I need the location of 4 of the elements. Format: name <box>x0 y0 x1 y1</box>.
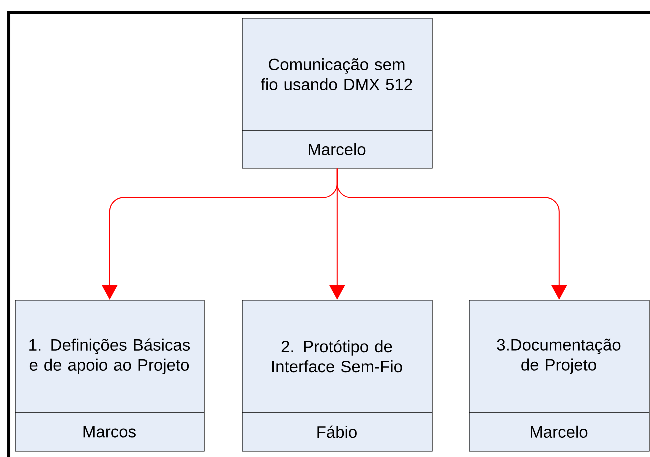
task-box: Comunicação sem fio usando DMX 512 Marcelo <box>242 18 433 169</box>
task-box: 1. Definições Básicas e de apoio ao Projeto Marcos <box>14 300 205 452</box>
task-box: 2. Protótipo de Interface Sem-Fio Fábio <box>242 300 433 452</box>
task-box: 3.Documentação de Projeto Marcelo <box>468 300 650 452</box>
